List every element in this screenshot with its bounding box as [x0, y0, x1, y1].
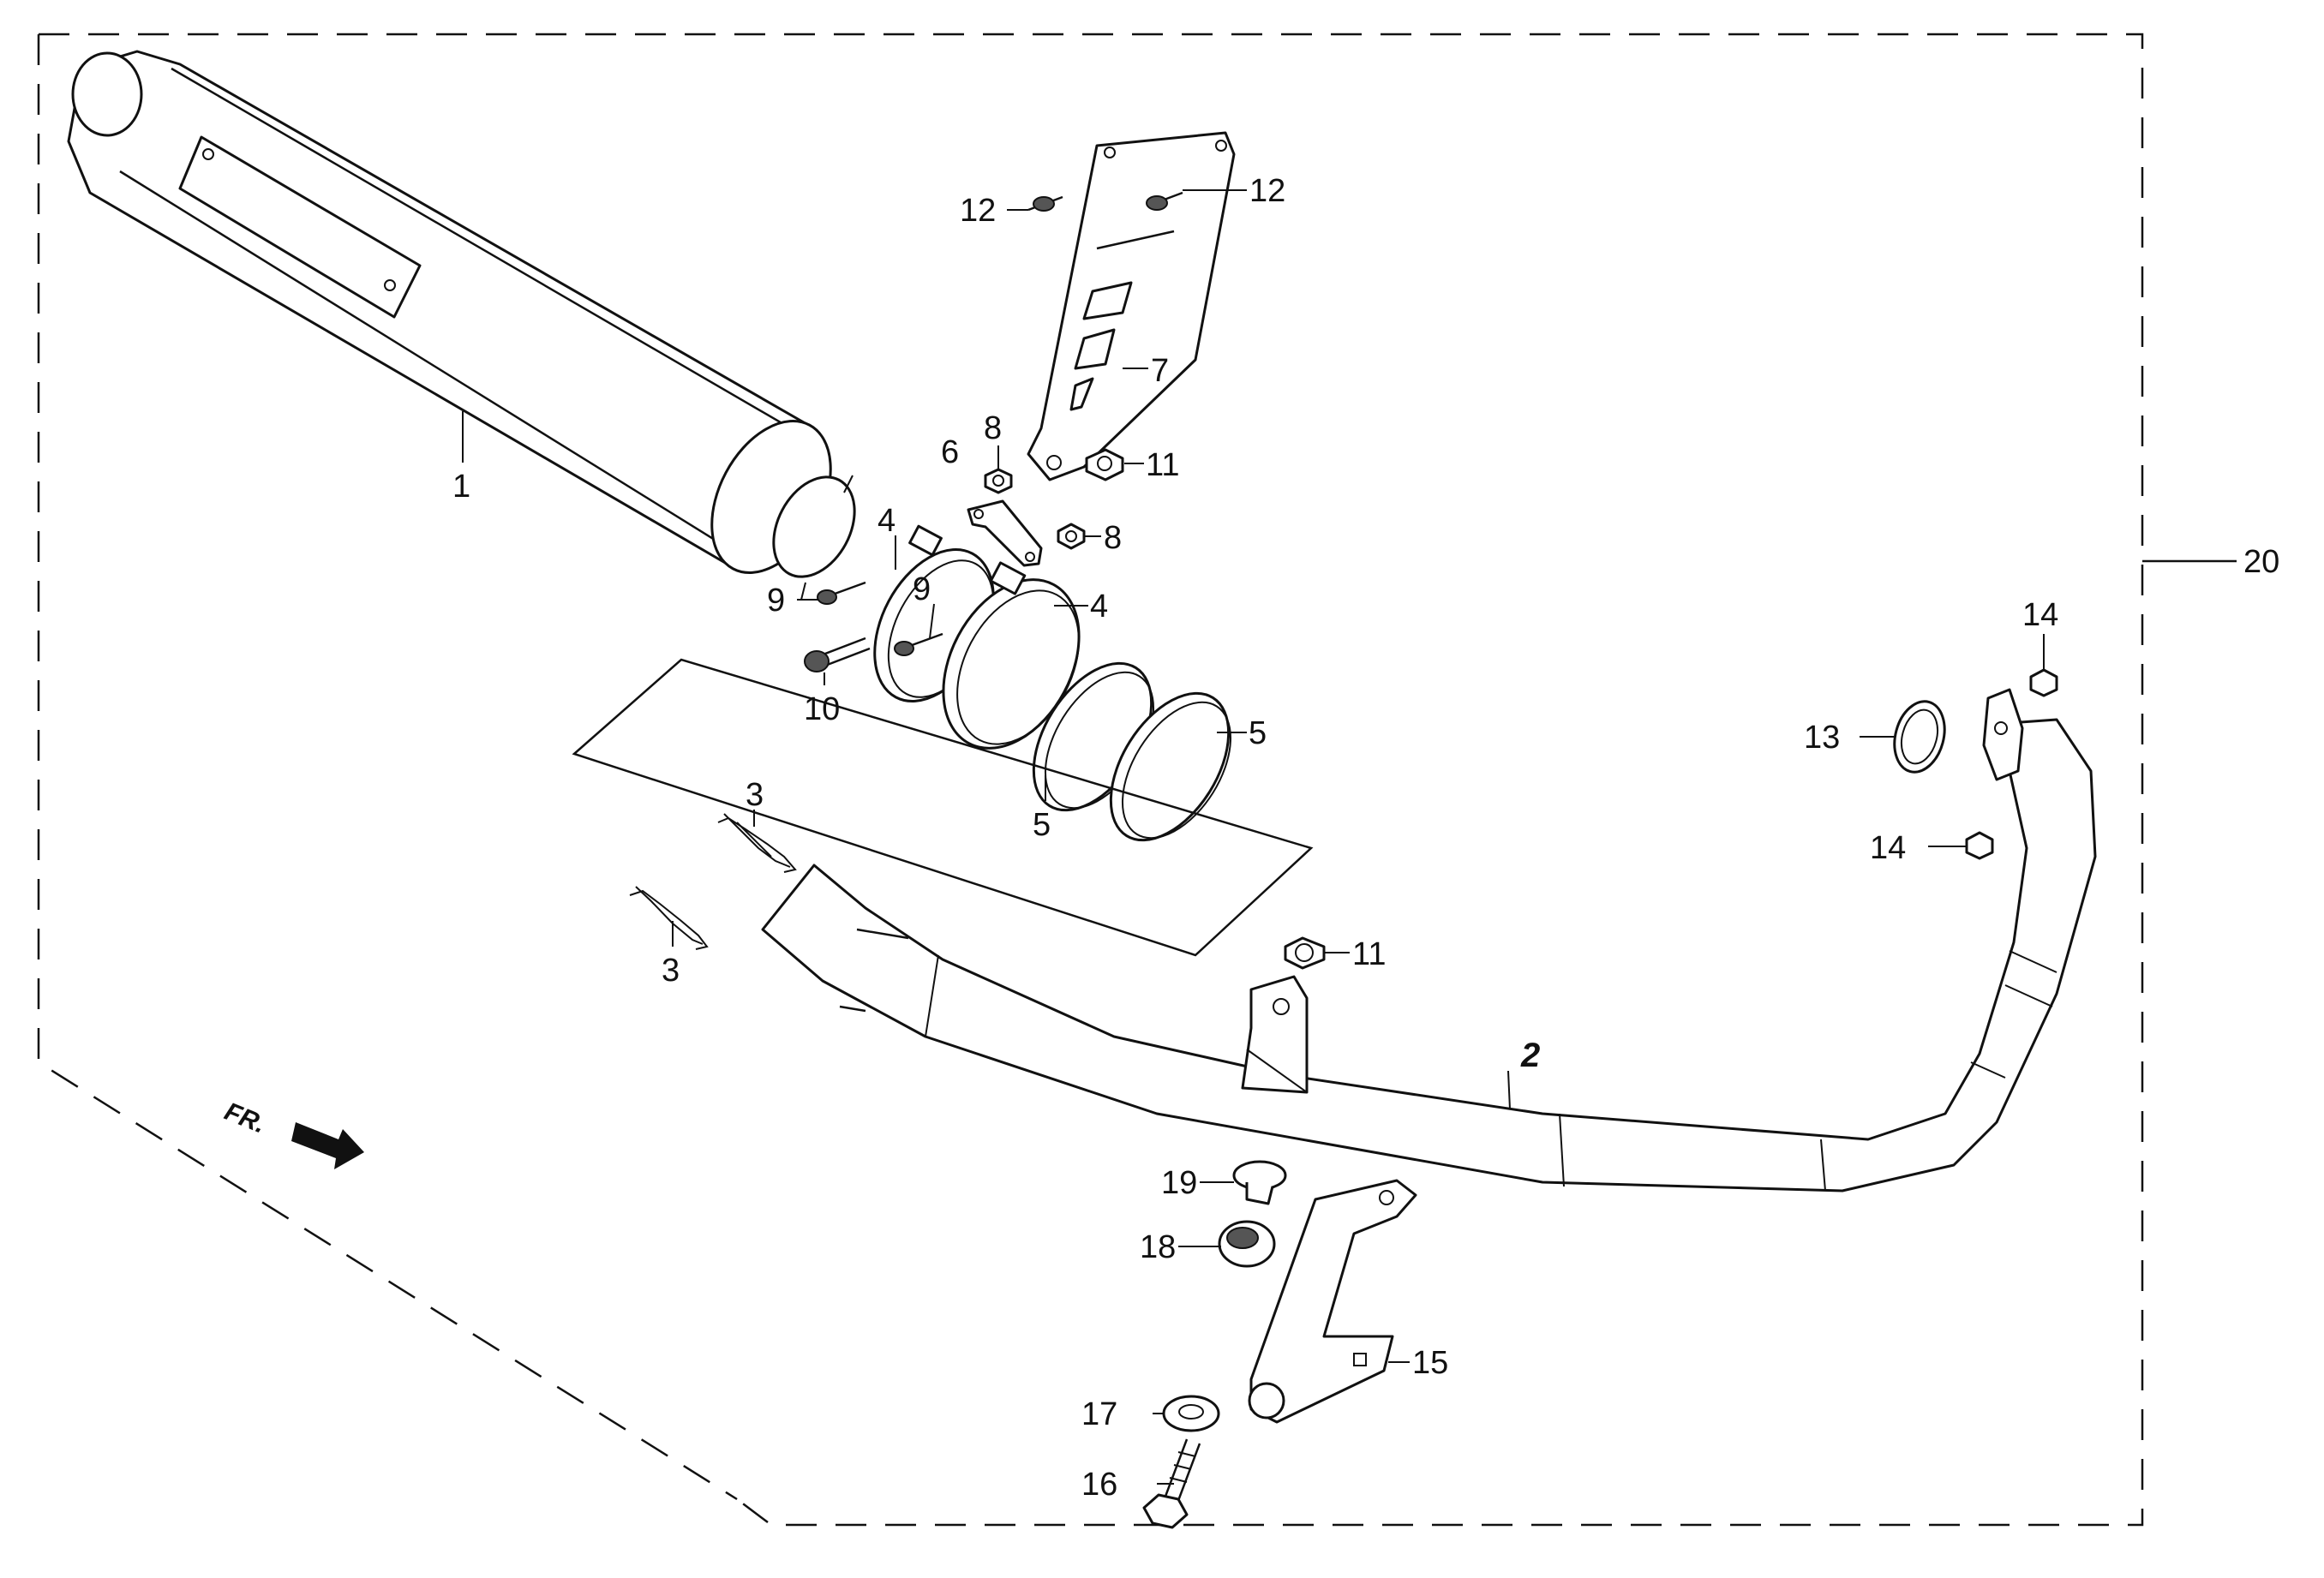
callout-rubber-grommet: 18 [1140, 1229, 1176, 1265]
gasket-right [1109, 691, 1232, 842]
clamp-bolt-center [894, 632, 943, 656]
mount-bolt [1142, 1438, 1201, 1529]
callout-stud-nut-lower: 14 [1870, 830, 1906, 866]
muffler [67, 50, 856, 601]
spring-upper [717, 813, 797, 873]
callout-nut-bracket: 11 [1146, 447, 1179, 483]
subkit-frame [572, 658, 1314, 957]
exhaust-pipe [761, 688, 2097, 1192]
callout-collar: 19 [1161, 1165, 1197, 1201]
bracket [1027, 131, 1236, 481]
callout-assembly: 20 [2243, 544, 2279, 580]
front-direction-label: FR. [220, 1097, 269, 1139]
callout-clamp-lower: 4 [1090, 589, 1108, 625]
callout-port-gasket: 13 [1804, 720, 1840, 756]
pipe-nut [1284, 936, 1326, 970]
clamp-lower [942, 561, 1081, 750]
callout-mount-bolt: 16 [1081, 1467, 1117, 1503]
stud-nut-lower [1965, 831, 1994, 860]
stay [967, 499, 1043, 567]
leader-lines [462, 189, 2045, 1485]
callout-clamp-upper: 4 [877, 503, 895, 539]
bracket-nut [1085, 448, 1124, 481]
mount-stay [1248, 1179, 1417, 1424]
spring-lower [629, 886, 709, 950]
callout-bracket: 7 [1151, 353, 1169, 389]
callout-stud-nut-upper: 14 [2022, 597, 2058, 633]
callout-gasket-right: 5 [1249, 715, 1267, 751]
bracket-bolt-left [1027, 195, 1063, 212]
front-arrow-icon [291, 1122, 364, 1169]
callout-gasket-left: 5 [1033, 807, 1051, 843]
callout-labels: 1 2 3 3 4 4 5 5 6 7 8 8 9 9 10 11 11 12 … [452, 173, 2279, 1503]
callout-spring-upper: 3 [746, 777, 764, 813]
clamp-bolt-large [804, 637, 871, 672]
callout-stay: 6 [941, 434, 959, 470]
callout-muffler: 1 [452, 469, 470, 505]
port-gasket [1893, 700, 1946, 774]
callout-nut-lower: 8 [1104, 520, 1122, 556]
assembly-boundary [37, 33, 2144, 1527]
callout-mount-stay: 15 [1412, 1345, 1448, 1381]
callout-exhaust-pipe: 2 [1520, 1037, 1540, 1074]
clamp-bolt-left [817, 581, 866, 605]
nut-lower [1057, 523, 1086, 550]
callout-bolt-bracket-left: 12 [960, 193, 996, 229]
callout-bolt-large: 10 [804, 691, 840, 727]
front-direction-indicator: FR. [220, 1097, 364, 1169]
stud-nut-upper [2029, 668, 2058, 697]
collar [1232, 1160, 1287, 1205]
callout-nut-upper: 8 [984, 410, 1002, 446]
callout-bolt-center: 9 [913, 571, 931, 607]
callout-spring-lower: 3 [662, 953, 680, 989]
callout-nut-pipe: 11 [1352, 936, 1386, 972]
nut-upper [984, 468, 1013, 494]
callout-bolt-left: 9 [767, 583, 785, 619]
callout-washer: 17 [1081, 1396, 1117, 1432]
callout-bolt-bracket-right: 12 [1249, 173, 1285, 209]
rubber-grommet [1218, 1220, 1276, 1268]
bracket-bolt-right [1146, 191, 1183, 211]
washer [1162, 1395, 1220, 1432]
